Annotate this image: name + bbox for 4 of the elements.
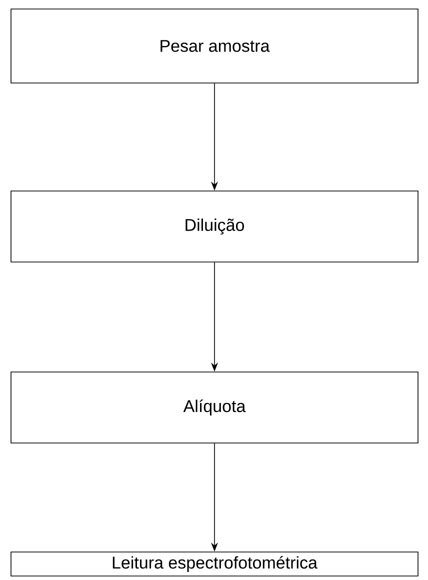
process-box: Pesar amostra <box>10 8 418 84</box>
process-box: Alíquota <box>10 372 418 444</box>
process-box: Diluição <box>10 190 418 262</box>
process-box: Leitura espectrofotométrica <box>10 552 418 576</box>
